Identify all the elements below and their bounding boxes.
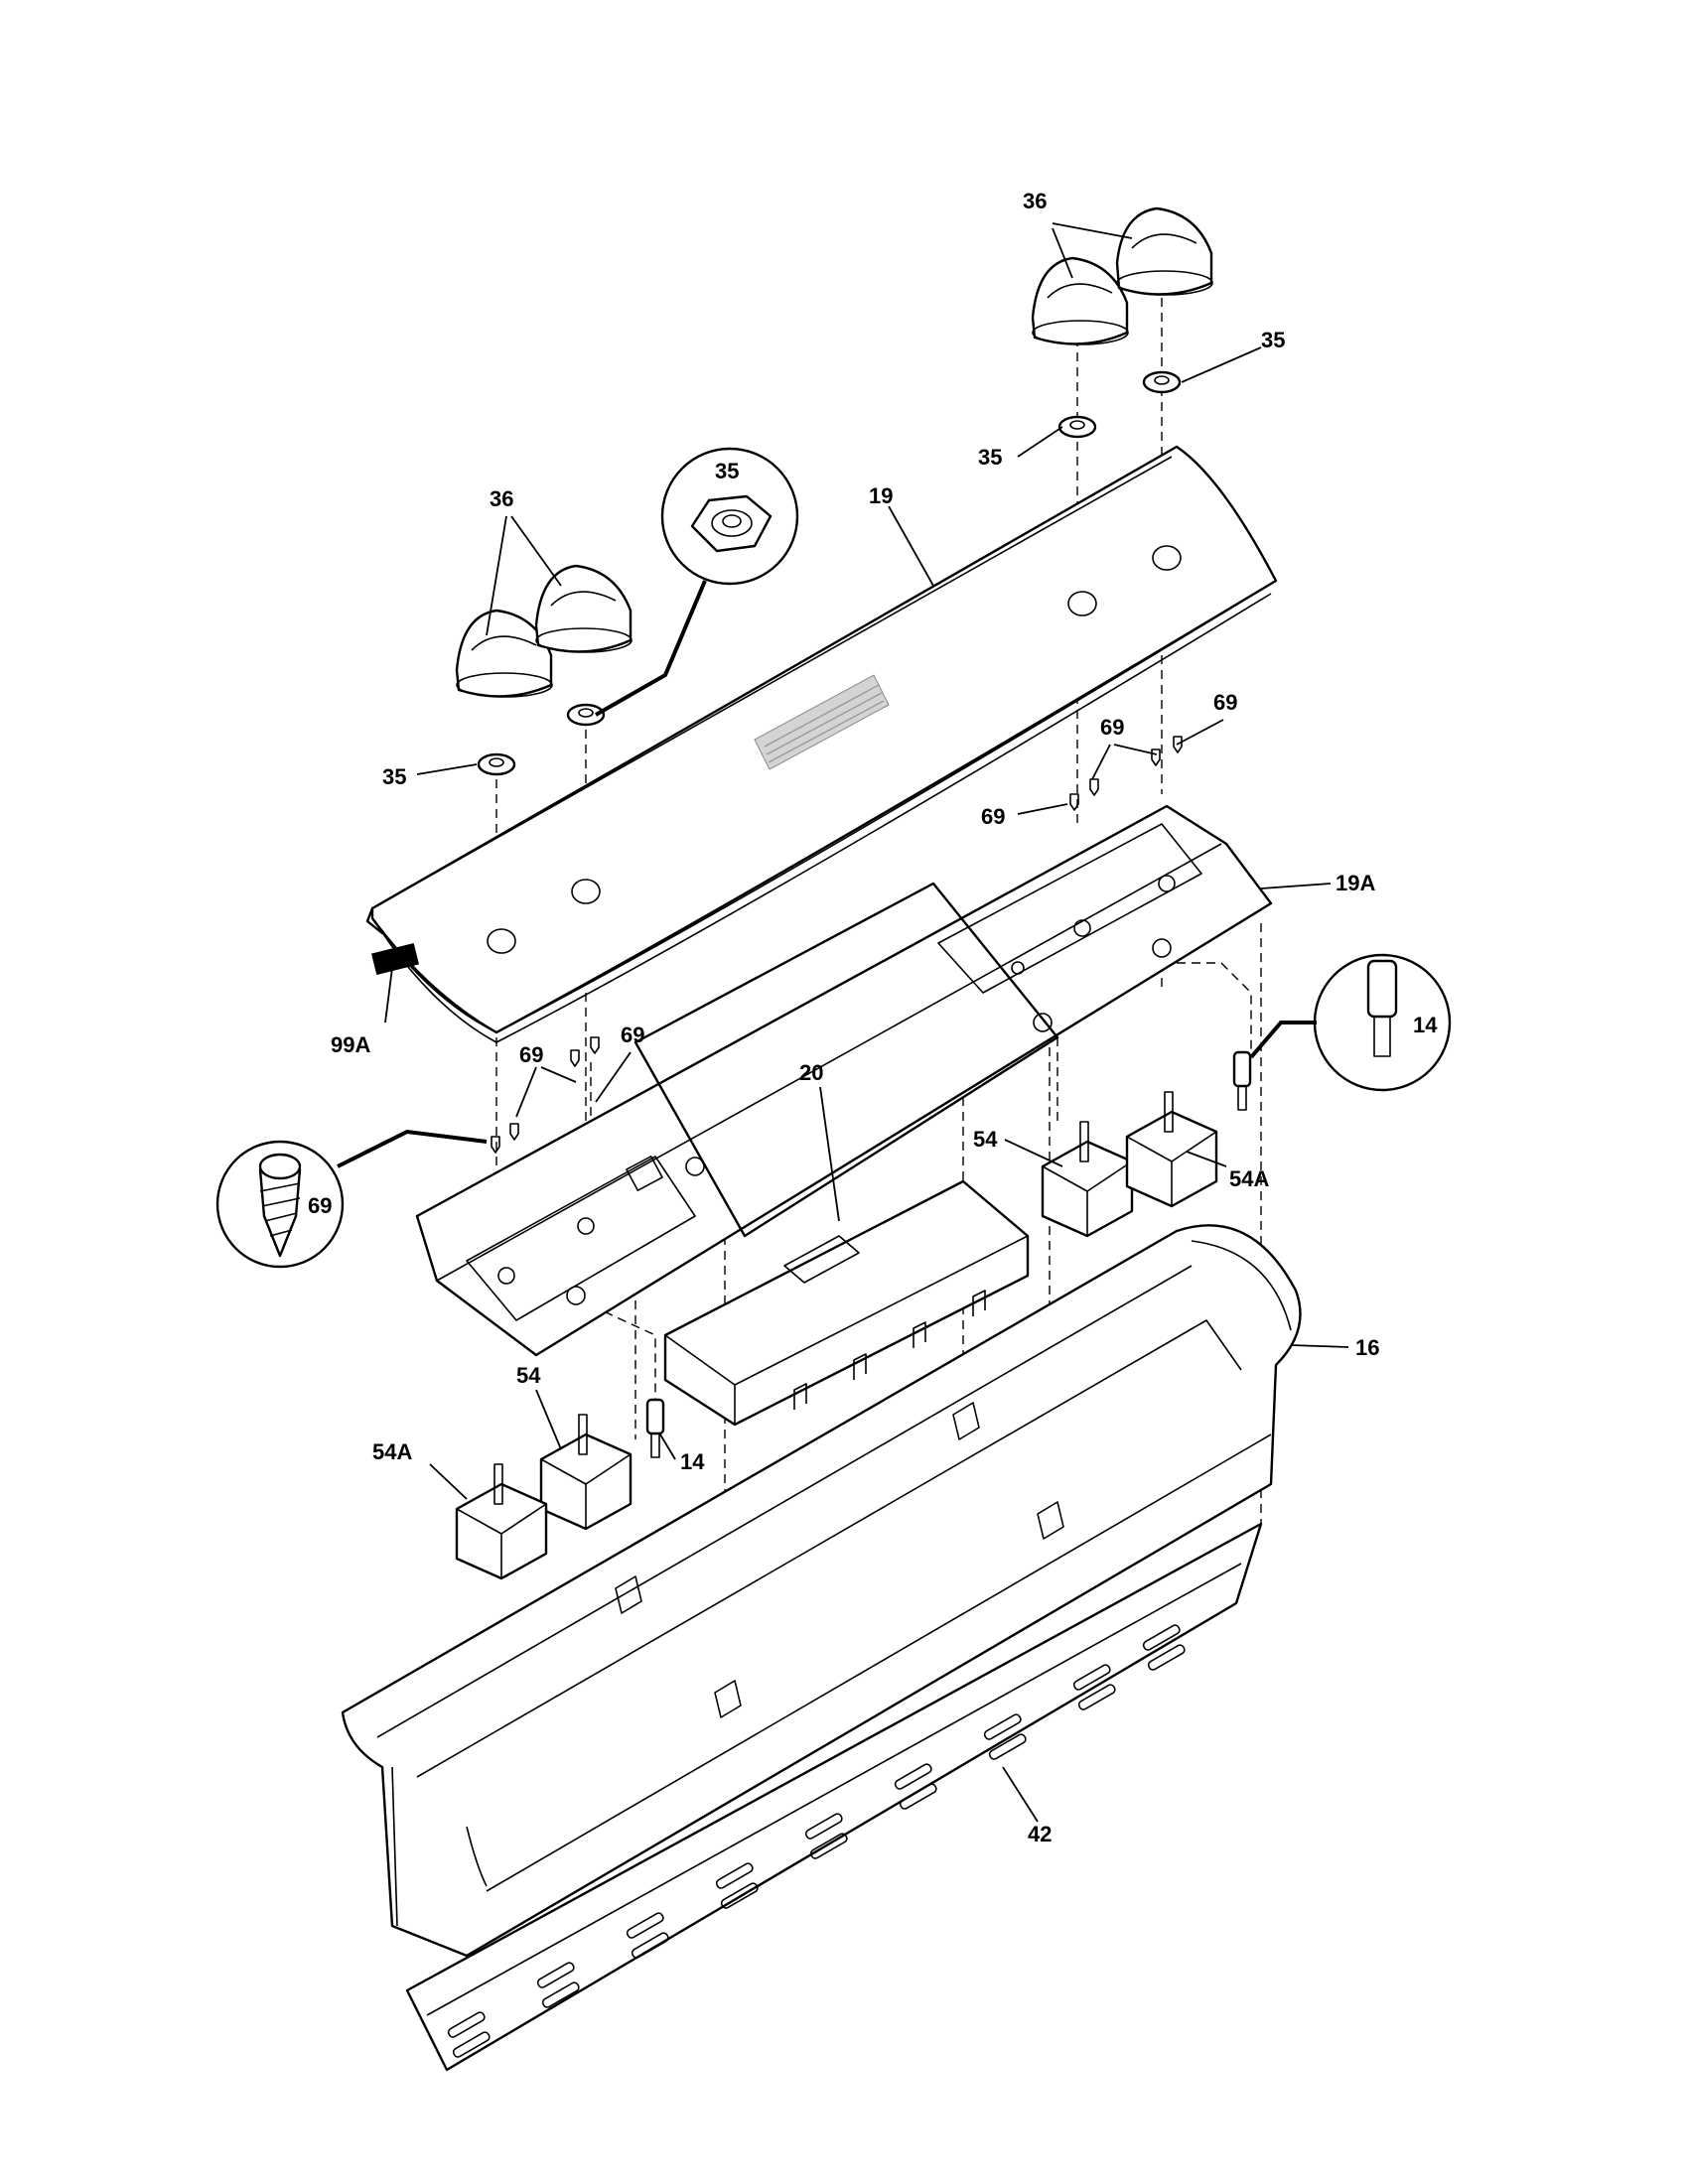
- nut-left-2: [566, 703, 606, 727]
- callout-labels: 36 35 35 19 35 36 35 69 69 69 19A 99A 69…: [308, 189, 1438, 1846]
- callout-54-right: 54: [973, 1127, 998, 1152]
- knob-right-1: [1031, 256, 1129, 345]
- inset-14-leader: [1249, 1021, 1317, 1059]
- callout-35-mid-right: 35: [978, 445, 1002, 470]
- screws-69: [491, 736, 1183, 1154]
- lamp-right: [1232, 1050, 1252, 1111]
- knob-right-2: [1115, 206, 1213, 296]
- inset-screw-69: [215, 1140, 345, 1269]
- vent-trim-42: [405, 1522, 1263, 2072]
- indicator-lamps-14: [645, 1050, 1252, 1458]
- callout-69-e: 69: [621, 1023, 644, 1047]
- console-16: [341, 1224, 1302, 1958]
- switches: [455, 1091, 1218, 1580]
- callout-35-left: 35: [382, 764, 406, 789]
- callout-19: 19: [869, 483, 893, 508]
- trim-strip-99a: [370, 943, 420, 975]
- callout-69-c: 69: [981, 804, 1005, 829]
- switch-54A-right: [1125, 1091, 1218, 1208]
- inset-nut-35: [660, 447, 799, 586]
- nuts-35: [477, 370, 1182, 776]
- switch-54-right: [1041, 1121, 1134, 1238]
- lamp-mid: [645, 1398, 665, 1458]
- callout-36-left: 36: [490, 486, 513, 511]
- callout-69-inset: 69: [308, 1193, 332, 1218]
- callout-42: 42: [1028, 1822, 1052, 1846]
- switch-54A-left: [455, 1463, 548, 1580]
- control-board-20: [663, 1179, 1030, 1427]
- inset-69-leader: [337, 1129, 488, 1168]
- callout-69-b: 69: [1213, 690, 1237, 715]
- callout-54A-left: 54A: [372, 1439, 412, 1464]
- knob-left-1: [455, 609, 553, 698]
- control-panel-19: [365, 445, 1278, 1043]
- mounting-panel-19a: [415, 804, 1273, 1357]
- knob-left-2: [534, 564, 633, 653]
- nut-right-1: [1057, 415, 1097, 439]
- callout-14-inset: 14: [1413, 1013, 1438, 1037]
- screw-7: [1151, 749, 1161, 766]
- callout-19A: 19A: [1336, 871, 1375, 895]
- callout-36-top: 36: [1023, 189, 1047, 213]
- screw-4: [590, 1036, 600, 1054]
- callout-69-d: 69: [519, 1042, 543, 1067]
- screw-5: [1069, 793, 1079, 811]
- callout-69-a: 69: [1100, 715, 1124, 740]
- screw-1: [491, 1136, 500, 1154]
- callout-35-inset: 35: [715, 459, 739, 483]
- callout-20: 20: [799, 1060, 823, 1085]
- screw-6: [1089, 778, 1099, 796]
- screw-2: [509, 1123, 519, 1141]
- switch-54-left: [539, 1414, 633, 1531]
- inset-35-leader: [595, 580, 707, 717]
- callout-54A-right: 54A: [1229, 1166, 1269, 1191]
- callout-35-top-right: 35: [1261, 328, 1285, 352]
- callout-14-mid: 14: [680, 1449, 705, 1474]
- nut-right-2: [1142, 370, 1182, 394]
- display-window: [754, 674, 890, 770]
- callout-54-left: 54: [516, 1363, 541, 1388]
- screw-8: [1173, 736, 1183, 753]
- screw-3: [570, 1049, 580, 1067]
- callout-99A: 99A: [331, 1032, 370, 1057]
- knobs-36: [455, 206, 1213, 698]
- callout-16: 16: [1355, 1335, 1379, 1360]
- nut-left-1: [477, 752, 516, 776]
- leader-lines: [384, 222, 1349, 1823]
